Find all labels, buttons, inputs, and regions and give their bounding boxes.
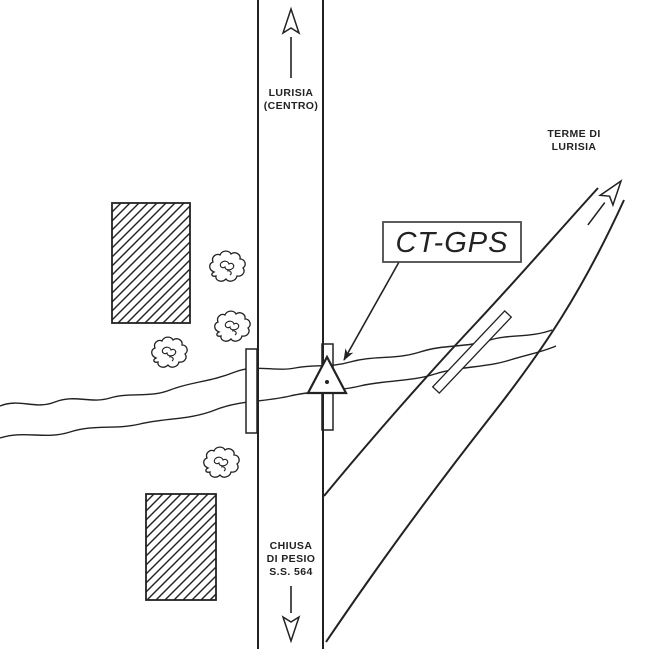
label-south-line1: CHIUSA	[270, 540, 313, 552]
north-arrow-icon	[281, 6, 301, 35]
river-lower-bank	[0, 345, 557, 439]
bush-icon	[151, 336, 188, 368]
river	[0, 329, 557, 439]
river-upper-bank	[0, 329, 553, 407]
branch-bridge-parapet	[431, 309, 513, 395]
northeast-direction: TERME DI LURISIA	[547, 128, 623, 226]
main-road	[257, 0, 324, 649]
branch-road	[323, 187, 625, 643]
station-label: CT-GPS	[396, 227, 509, 259]
south-direction: CHIUSA DI PESIO S.S. 564	[267, 540, 316, 644]
label-north-line1: LURISIA	[269, 87, 314, 99]
label-south-line3: S.S. 564	[269, 566, 312, 578]
label-northeast-line1: TERME DI	[547, 128, 600, 140]
northeast-arrow-shaft	[587, 202, 606, 226]
bush-icon	[203, 446, 240, 478]
ct-gps-label-box: CT-GPS	[382, 221, 522, 263]
south-arrow-icon	[281, 615, 301, 644]
label-north-line2: (CENTRO)	[264, 100, 319, 112]
label-northeast-line2: LURISIA	[552, 141, 597, 153]
bridge-parapet-west	[245, 348, 258, 434]
bush-icon	[214, 310, 251, 342]
northeast-arrow-icon	[598, 179, 623, 208]
north-direction: LURISIA (CENTRO)	[264, 6, 319, 112]
label-box-frame	[382, 221, 522, 263]
branch-road-inner-edge	[323, 187, 599, 497]
gps-benchmark	[306, 354, 348, 395]
hatched-building-north	[111, 202, 191, 324]
label-south-line2: DI PESIO	[267, 553, 316, 565]
bush-icon	[209, 250, 246, 282]
ct-gps-leader-arrow	[343, 261, 400, 361]
hatched-building-south	[145, 493, 217, 601]
benchmark-triangle-icon	[306, 354, 348, 395]
benchmark-dot	[325, 380, 329, 384]
branch-road-outer-edge	[325, 199, 625, 643]
buildings	[111, 202, 217, 601]
